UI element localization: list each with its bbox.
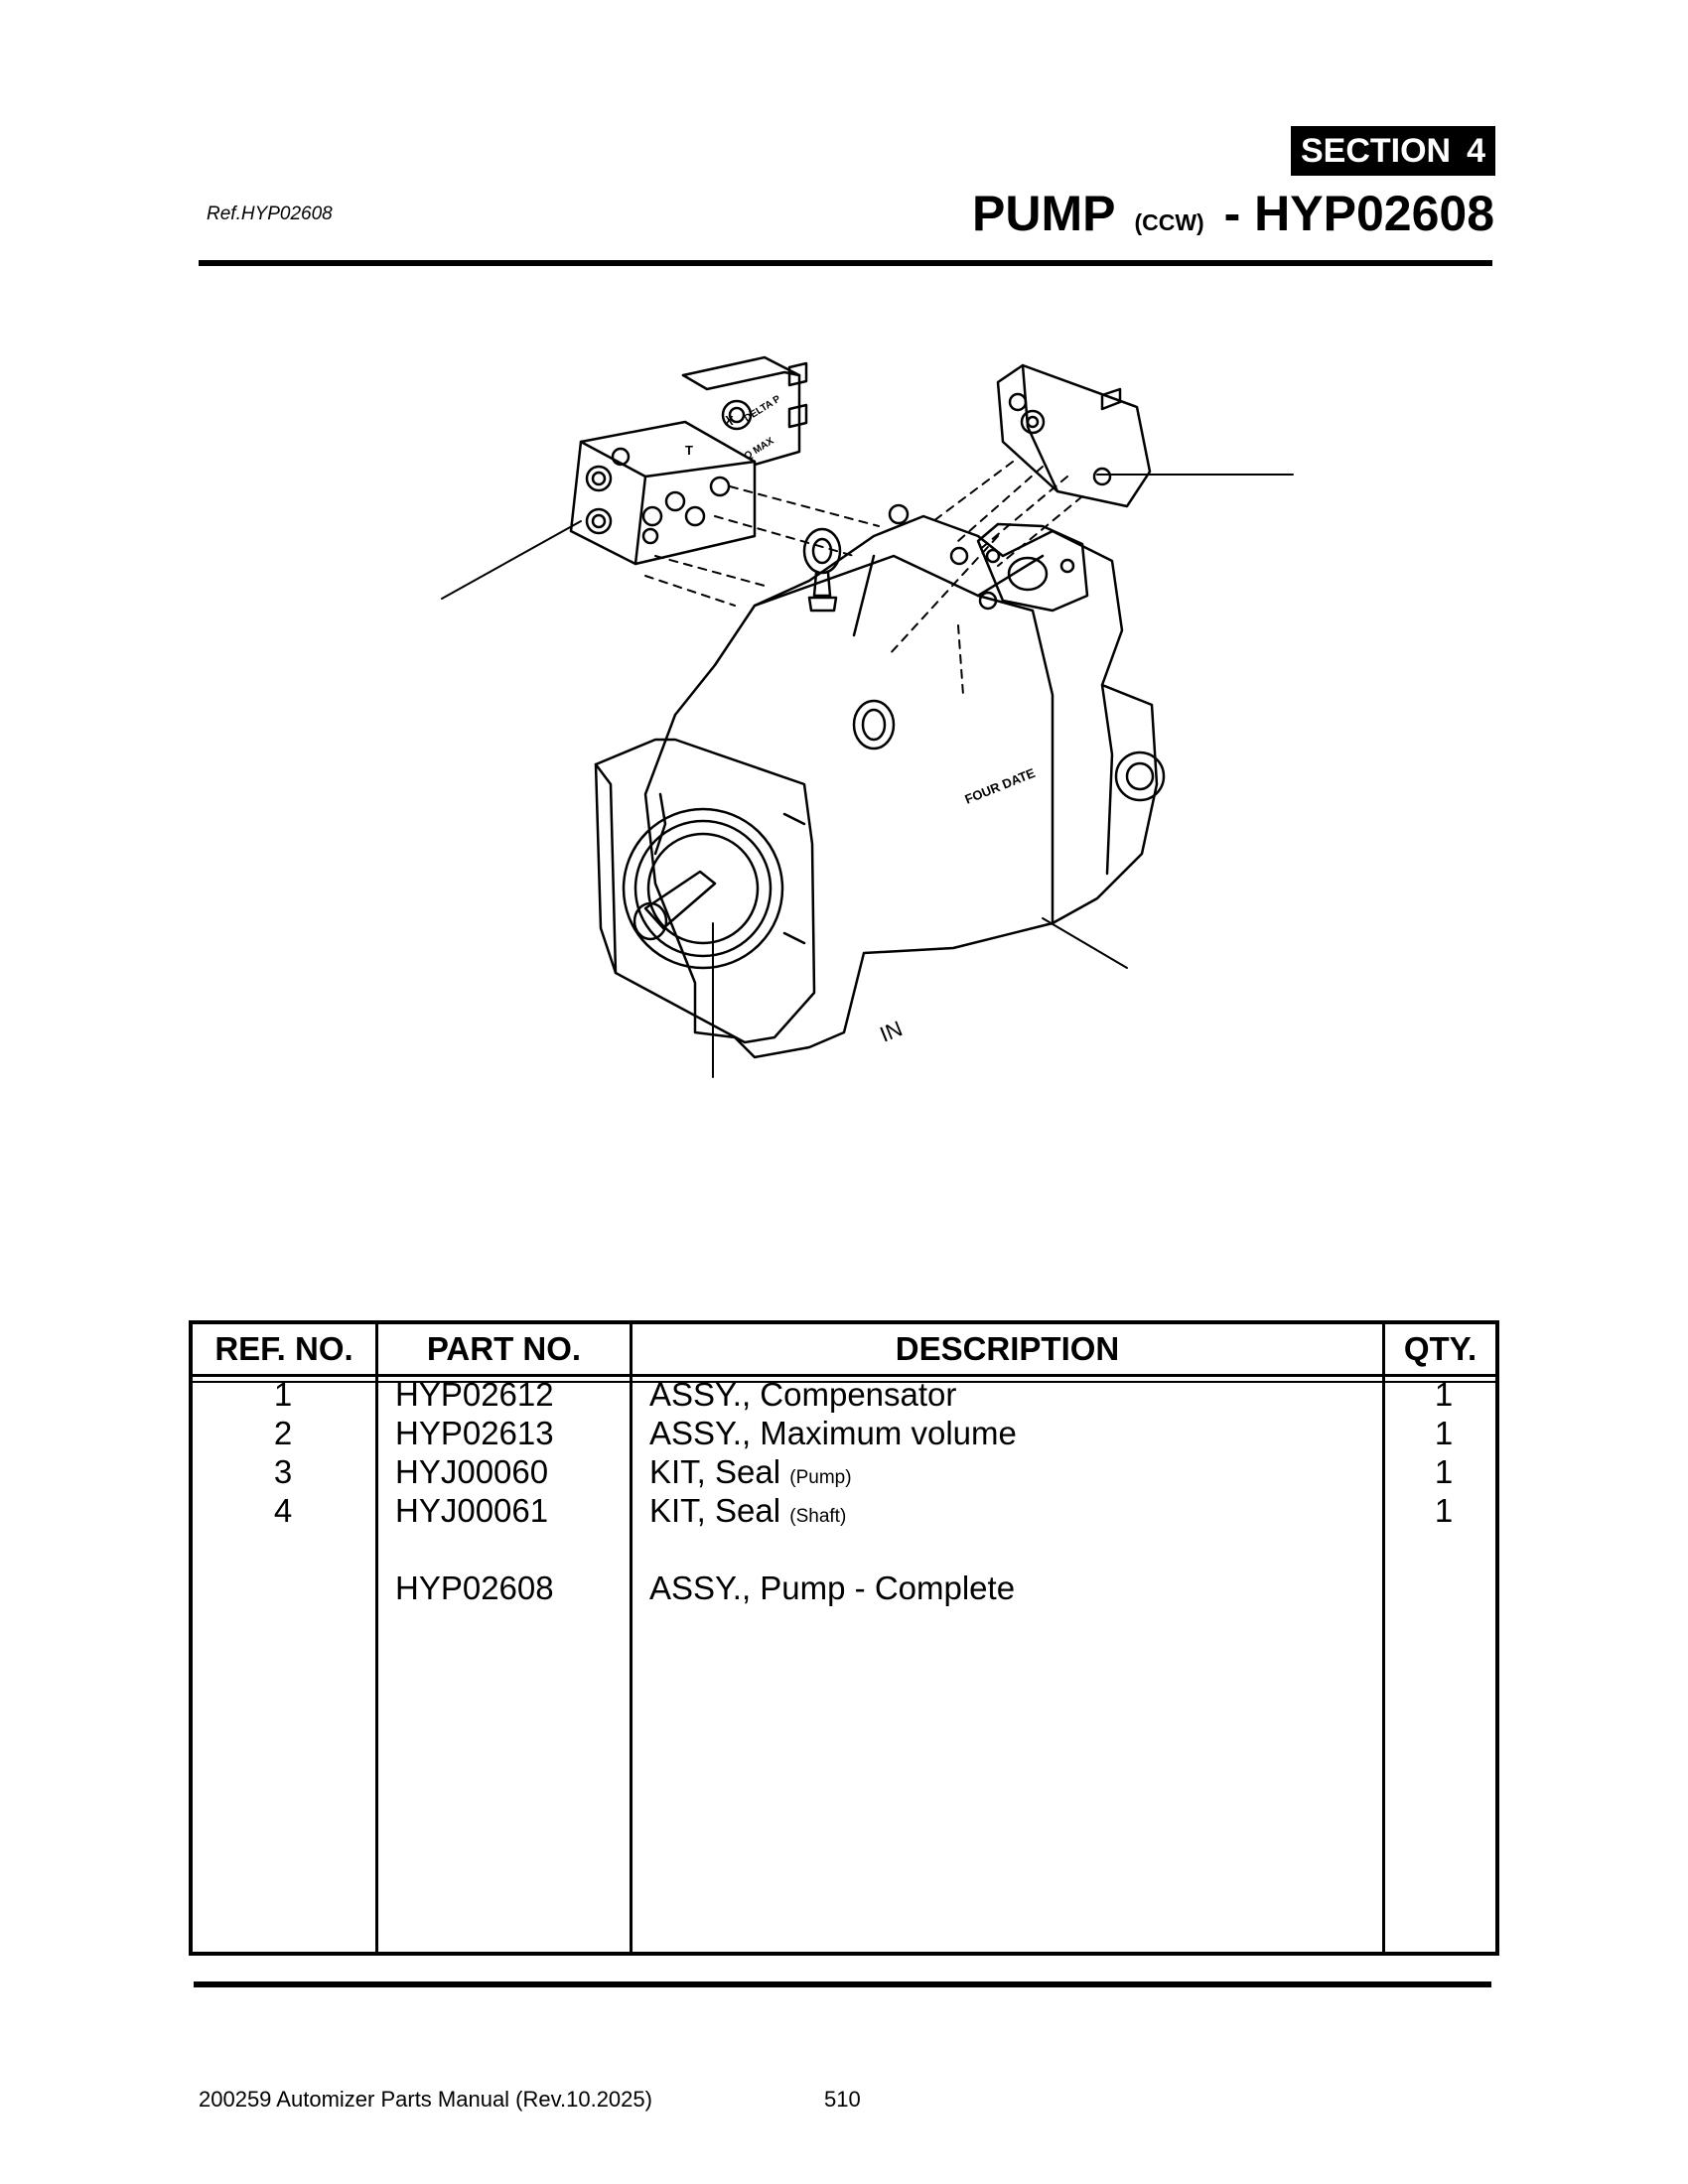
label-four-date: FOUR DATE [963, 765, 1038, 807]
row-qty: 1 [1434, 1415, 1454, 1451]
row-qty: 1 [1434, 1453, 1454, 1490]
table-row: 4 HYJ00061 KIT, Seal (Shaft) 1 [193, 1492, 1495, 1531]
section-badge: SECTION 4 [1291, 126, 1495, 176]
section-number: 4 [1467, 131, 1486, 170]
row-description: KIT, Seal (Shaft) [649, 1492, 846, 1530]
description-text: KIT, Seal [649, 1453, 781, 1490]
footer-page-number: 510 [824, 2087, 861, 2112]
maximum-volume-assembly [996, 363, 1152, 508]
title-main: PUMP [971, 186, 1115, 241]
row-part-no: HYP02608 [395, 1570, 554, 1606]
compensator-assembly [569, 355, 808, 566]
footer-manual-title: 200259 Automizer Parts Manual (Rev.10.20… [199, 2087, 652, 2112]
table-row: HYP02608 ASSY., Pump - Complete [193, 1570, 1495, 1608]
row-ref: 2 [273, 1415, 293, 1451]
page-title: PUMP (CCW) - HYP02608 [972, 184, 1494, 252]
footer-rule [194, 1981, 1491, 1987]
header-divider [193, 1374, 1495, 1377]
table-row: 3 HYJ00060 KIT, Seal (Pump) 1 [193, 1453, 1495, 1492]
row-description: ASSY., Compensator [649, 1376, 956, 1414]
description-note: (Shaft) [789, 1506, 847, 1527]
header-part-no: PART NO. [426, 1330, 582, 1367]
reference-label: Ref.HYP02608 [207, 204, 333, 224]
column-divider [630, 1324, 633, 1952]
parts-table: REF. NO. PART NO. DESCRIPTION QTY. 1 HYP… [189, 1320, 1499, 1956]
column-divider [375, 1324, 378, 1952]
label-port-t: T [685, 443, 693, 458]
row-qty: 1 [1434, 1492, 1454, 1529]
header-rule [199, 260, 1492, 266]
label-q-max: Q MAX [743, 436, 776, 463]
row-part-no: HYJ00060 [395, 1453, 549, 1490]
row-ref: 4 [273, 1492, 293, 1529]
assembly-lines [644, 461, 1083, 696]
title-suffix: - HYP02608 [1223, 186, 1494, 241]
label-port-x: X [725, 413, 734, 428]
header-divider [193, 1381, 1495, 1383]
description-text: ASSY., Pump - Complete [649, 1570, 1016, 1606]
pump-exploded-diagram: FOUR DATE IN DELTA P Q MAX T X [441, 355, 1294, 1078]
row-part-no: HYJ00061 [395, 1492, 549, 1529]
row-qty: 1 [1434, 1376, 1454, 1413]
table-row: 2 HYP02613 ASSY., Maximum volume 1 [193, 1415, 1495, 1453]
section-word: SECTION [1300, 131, 1452, 170]
description-text: ASSY., Compensator [649, 1376, 957, 1413]
table-row: 1 HYP02612 ASSY., Compensator 1 [193, 1376, 1495, 1415]
column-divider [1382, 1324, 1385, 1952]
row-description: ASSY., Pump - Complete [649, 1570, 1015, 1607]
pump-body [594, 503, 1166, 1059]
header-ref-no: REF. NO. [214, 1330, 353, 1367]
description-text: KIT, Seal [649, 1492, 781, 1529]
leader-lines [441, 474, 1294, 1078]
title-sub: (CCW) [1134, 209, 1204, 235]
header-description: DESCRIPTION [895, 1330, 1120, 1367]
row-part-no: HYP02612 [395, 1376, 554, 1413]
row-ref: 1 [273, 1376, 293, 1413]
row-description: KIT, Seal (Pump) [649, 1453, 852, 1491]
row-part-no: HYP02613 [395, 1415, 554, 1451]
description-note: (Pump) [789, 1467, 852, 1488]
row-description: ASSY., Maximum volume [649, 1415, 1017, 1452]
header-qty: QTY. [1403, 1330, 1477, 1367]
label-inlet: IN [877, 1016, 907, 1046]
row-ref: 3 [273, 1453, 293, 1490]
description-text: ASSY., Maximum volume [649, 1415, 1017, 1451]
